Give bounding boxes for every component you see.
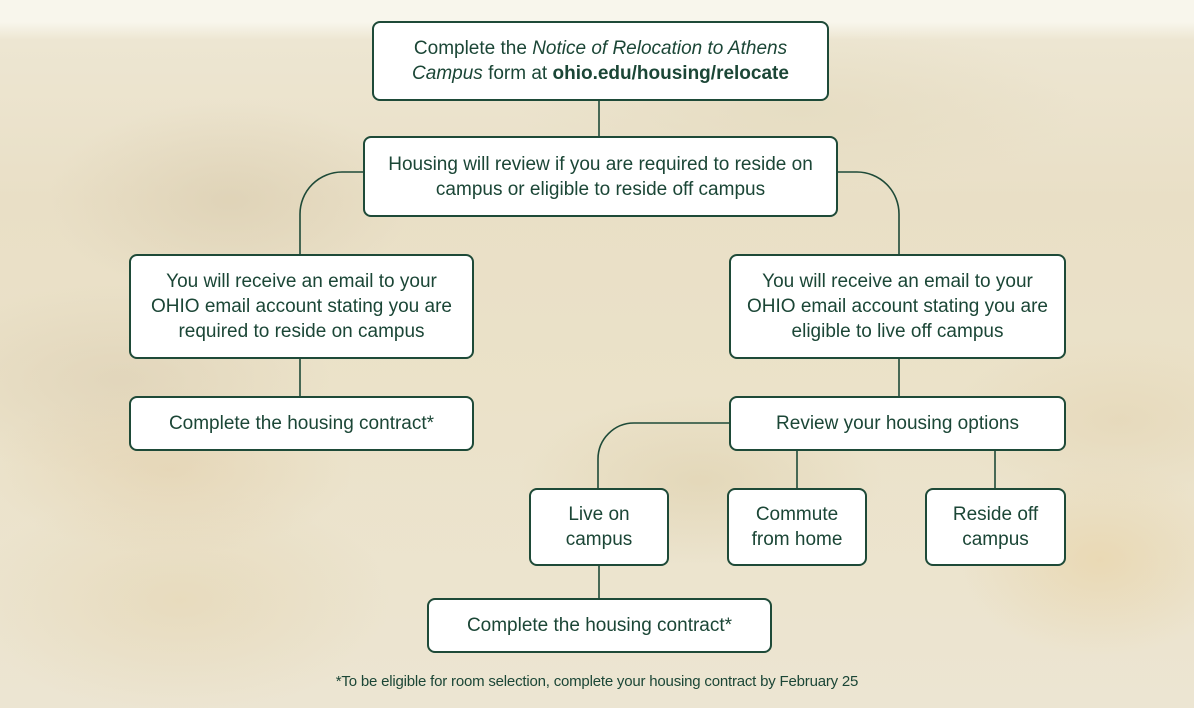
review-housing-options: Review your housing options bbox=[729, 396, 1066, 451]
step-notice-text: Complete the Notice of Relocation to Ath… bbox=[412, 38, 789, 84]
step-housing-review: Housing will review if you are required … bbox=[363, 136, 838, 217]
option-commute-from-home: Commute from home bbox=[727, 488, 867, 566]
footnote-deadline: *To be eligible for room selection, comp… bbox=[335, 673, 859, 690]
step-notice-of-relocation: Complete the Notice of Relocation to Ath… bbox=[372, 21, 829, 101]
left-complete-housing-contract: Complete the housing contract* bbox=[129, 396, 474, 451]
left-email-required-on-campus: You will receive an email to your OHIO e… bbox=[129, 254, 474, 359]
option-live-on-campus: Live on campus bbox=[529, 488, 669, 566]
option-reside-off-campus: Reside off campus bbox=[925, 488, 1066, 566]
relocate-url[interactable]: ohio.edu/housing/relocate bbox=[552, 63, 789, 84]
right-email-eligible-off-campus: You will receive an email to your OHIO e… bbox=[729, 254, 1066, 359]
form-name: Notice of Relocation to Athens Campus bbox=[412, 38, 788, 84]
bottom-complete-housing-contract: Complete the housing contract* bbox=[427, 598, 772, 653]
